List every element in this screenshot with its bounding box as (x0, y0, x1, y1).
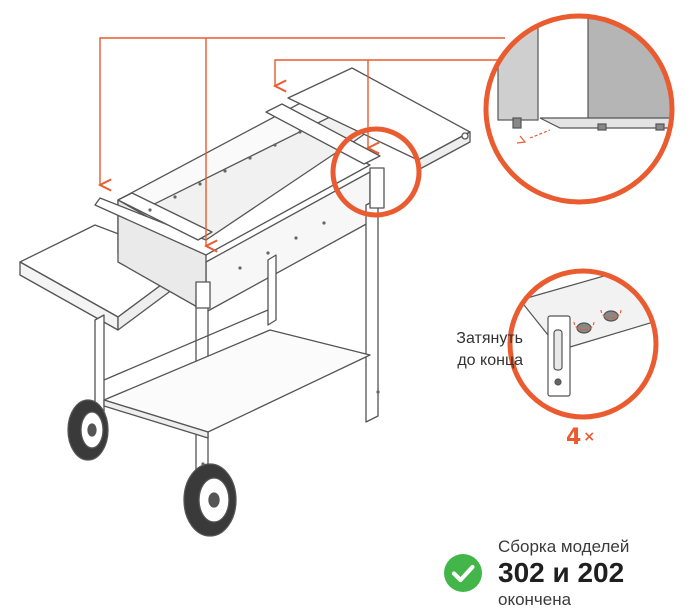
completion-line-1: Сборка моделей (498, 537, 630, 556)
completion-badge: Сборка моделей 302 и 202 окончена (443, 535, 693, 611)
detail-top (483, 13, 675, 205)
arrow-left-bracket (100, 37, 505, 185)
wall-holes (148, 130, 380, 466)
front-wheel (183, 463, 237, 537)
detail-middle (507, 268, 659, 420)
repeat-number: 4 (566, 425, 582, 450)
back-right-leg (365, 198, 379, 423)
completion-line-3: окончена (498, 590, 572, 609)
tighten-instruction: Затянуть до конца (405, 328, 523, 372)
arrow-back-bracket (275, 59, 500, 86)
callout-arrows (100, 37, 505, 246)
completion-models: 302 и 202 (498, 557, 625, 588)
highlight-circle-small (330, 126, 422, 218)
repeat-count: 4× (566, 425, 626, 450)
instruction-line-1: Затянуть (456, 330, 523, 347)
check-circle-icon (444, 554, 482, 592)
grill-cart (19, 67, 471, 537)
repeat-sign: × (583, 429, 596, 445)
instruction-line-2: до конца (457, 352, 523, 369)
rear-wheel (67, 399, 109, 461)
